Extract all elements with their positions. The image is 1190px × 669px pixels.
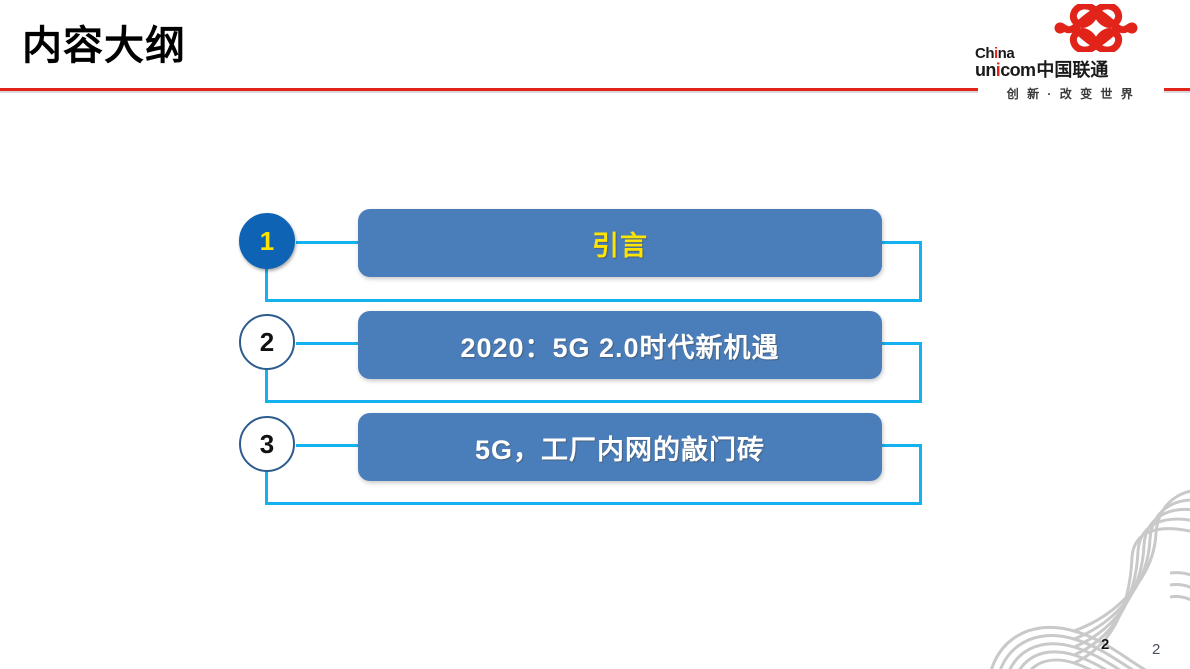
connector-1-bottom	[265, 299, 922, 302]
connector-2-bar-right-down	[919, 342, 922, 403]
page-title: 内容大纲	[22, 24, 186, 68]
connector-3-circle-down	[265, 469, 268, 505]
connector-3-circle-to-bar	[296, 444, 360, 447]
outline-number-3[interactable]: 3	[239, 416, 295, 472]
outline-item-1[interactable]: 引言	[358, 209, 882, 277]
unicom-knot-icon	[1054, 4, 1138, 52]
outline-item-3-label: 5G，工厂内网的敲门砖	[474, 434, 766, 465]
china-unicom-logo: China unicom 中国联通 创 新 · 改 变 世 界	[966, 4, 1172, 103]
logo-text-chinese: 中国联通	[1036, 60, 1109, 80]
connector-2-circle-down	[265, 367, 268, 403]
outline-number-2[interactable]: 2	[239, 314, 295, 370]
connector-3-bar-right-down	[919, 444, 922, 505]
title-divider-red	[0, 88, 1190, 91]
logo-text-unicom: unicom	[975, 60, 1036, 80]
outline-item-2[interactable]: 2020：5G 2.0时代新机遇	[358, 311, 882, 379]
connector-1-bar-right-down	[919, 241, 922, 302]
title-divider-shadow	[0, 91, 1190, 93]
outline-number-1-label: 1	[259, 226, 275, 256]
page-number-bold: 2	[1101, 636, 1110, 653]
logo-wordmark: China unicom 中国联通	[966, 46, 1172, 79]
connector-2-bar-right-top	[880, 342, 922, 345]
connector-1-circle-down	[265, 266, 268, 302]
connector-2-bottom	[265, 400, 922, 403]
logo-tagline: 创 新 · 改 变 世 界	[978, 84, 1164, 103]
outline-item-1-label: 引言	[592, 230, 648, 261]
page-number-light: 2	[1152, 641, 1161, 658]
outline-item-3[interactable]: 5G，工厂内网的敲门砖	[358, 413, 882, 481]
outline-number-2-label: 2	[259, 327, 275, 357]
logo-text-china: China	[975, 45, 1015, 62]
outline-number-3-label: 3	[259, 429, 275, 459]
connector-2-circle-to-bar	[296, 342, 360, 345]
connector-1-circle-to-bar	[296, 241, 360, 244]
connector-3-bottom	[265, 502, 922, 505]
connector-3-bar-right-top	[880, 444, 922, 447]
outline-number-1[interactable]: 1	[239, 213, 295, 269]
connector-1-bar-right-top	[880, 241, 922, 244]
outline-item-2-label: 2020：5G 2.0时代新机遇	[460, 332, 780, 363]
